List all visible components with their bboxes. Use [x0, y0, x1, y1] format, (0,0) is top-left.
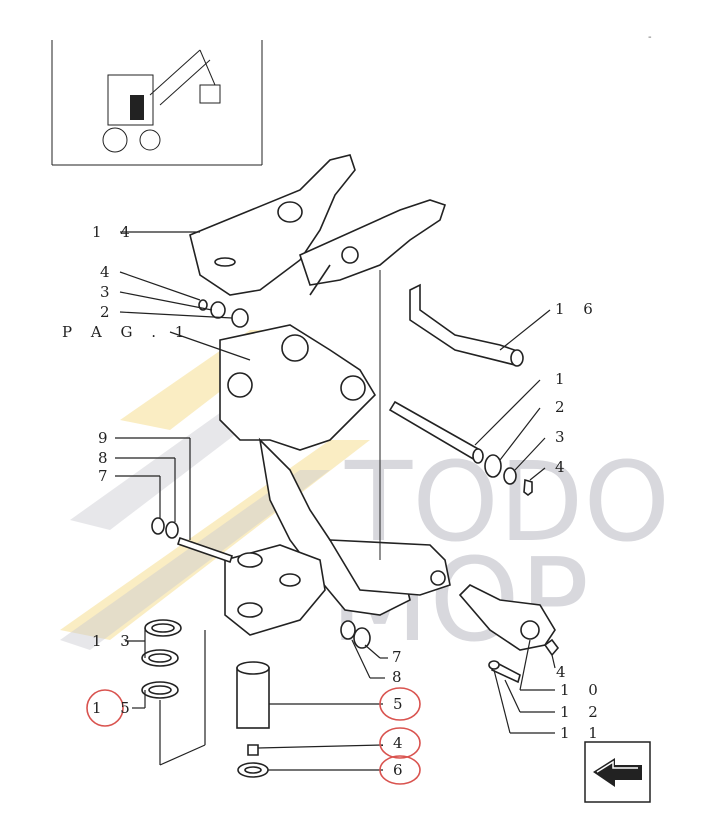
- leader-lines: [115, 231, 556, 771]
- washer-set-left: [151, 517, 234, 564]
- arrow-back-icon: [593, 758, 642, 787]
- pin-16: [409, 283, 524, 367]
- callout-13: 1 3: [92, 632, 137, 650]
- highlight-15: [86, 689, 124, 727]
- callout-6: 6: [393, 761, 410, 779]
- callout-9: 9: [98, 429, 115, 447]
- callout-4-lower: 4: [556, 663, 573, 681]
- callout-2-right: 2: [555, 398, 572, 416]
- pin-5-assembly: [236, 661, 270, 778]
- callout-16: 1 6: [555, 300, 600, 318]
- washer-set-right: [340, 620, 371, 649]
- callout-4-right: 4: [555, 458, 572, 476]
- main-frame: [219, 270, 451, 636]
- callout-labels: 1 4 4 3 2 P A G . 1 9 8 7 1 3 1 5 1 6 1 …: [62, 223, 605, 779]
- callout-4-top: 4: [100, 263, 117, 281]
- highlight-6: [379, 755, 421, 785]
- backhoe-loader-icon: [102, 49, 221, 153]
- corner-mark: -: [648, 32, 652, 43]
- callout-7-left: 7: [98, 467, 115, 485]
- callout-15: 1 5: [92, 699, 137, 717]
- thumbnail: [51, 40, 263, 166]
- washer-set-top: [198, 299, 249, 328]
- callout-4-bottom: 4: [393, 734, 410, 752]
- callout-3-top: 3: [100, 283, 117, 301]
- callout-pag-1: P A G . 1: [62, 323, 191, 341]
- callout-12: 1 2: [560, 703, 605, 721]
- callout-3-right: 3: [555, 428, 572, 446]
- callout-8-left: 8: [98, 449, 115, 467]
- nav-arrow-box[interactable]: [584, 741, 651, 803]
- callout-11: 1 1: [560, 724, 605, 742]
- callout-5: 5: [393, 695, 410, 713]
- pin-assembly-right: [388, 400, 533, 496]
- callout-1: 1: [555, 370, 572, 388]
- callout-10: 1 0: [560, 681, 605, 699]
- swing-bracket-top: [189, 154, 447, 296]
- pin-10: [458, 584, 560, 684]
- rings-13-15: [141, 619, 182, 699]
- callout-8-right: 8: [392, 668, 409, 686]
- callout-14: 1 4: [92, 223, 137, 241]
- callout-2-top: 2: [100, 303, 117, 321]
- highlight-circles: [86, 687, 421, 785]
- callout-7-right: 7: [392, 648, 409, 666]
- highlight-4: [379, 727, 421, 759]
- highlight-5: [379, 687, 421, 721]
